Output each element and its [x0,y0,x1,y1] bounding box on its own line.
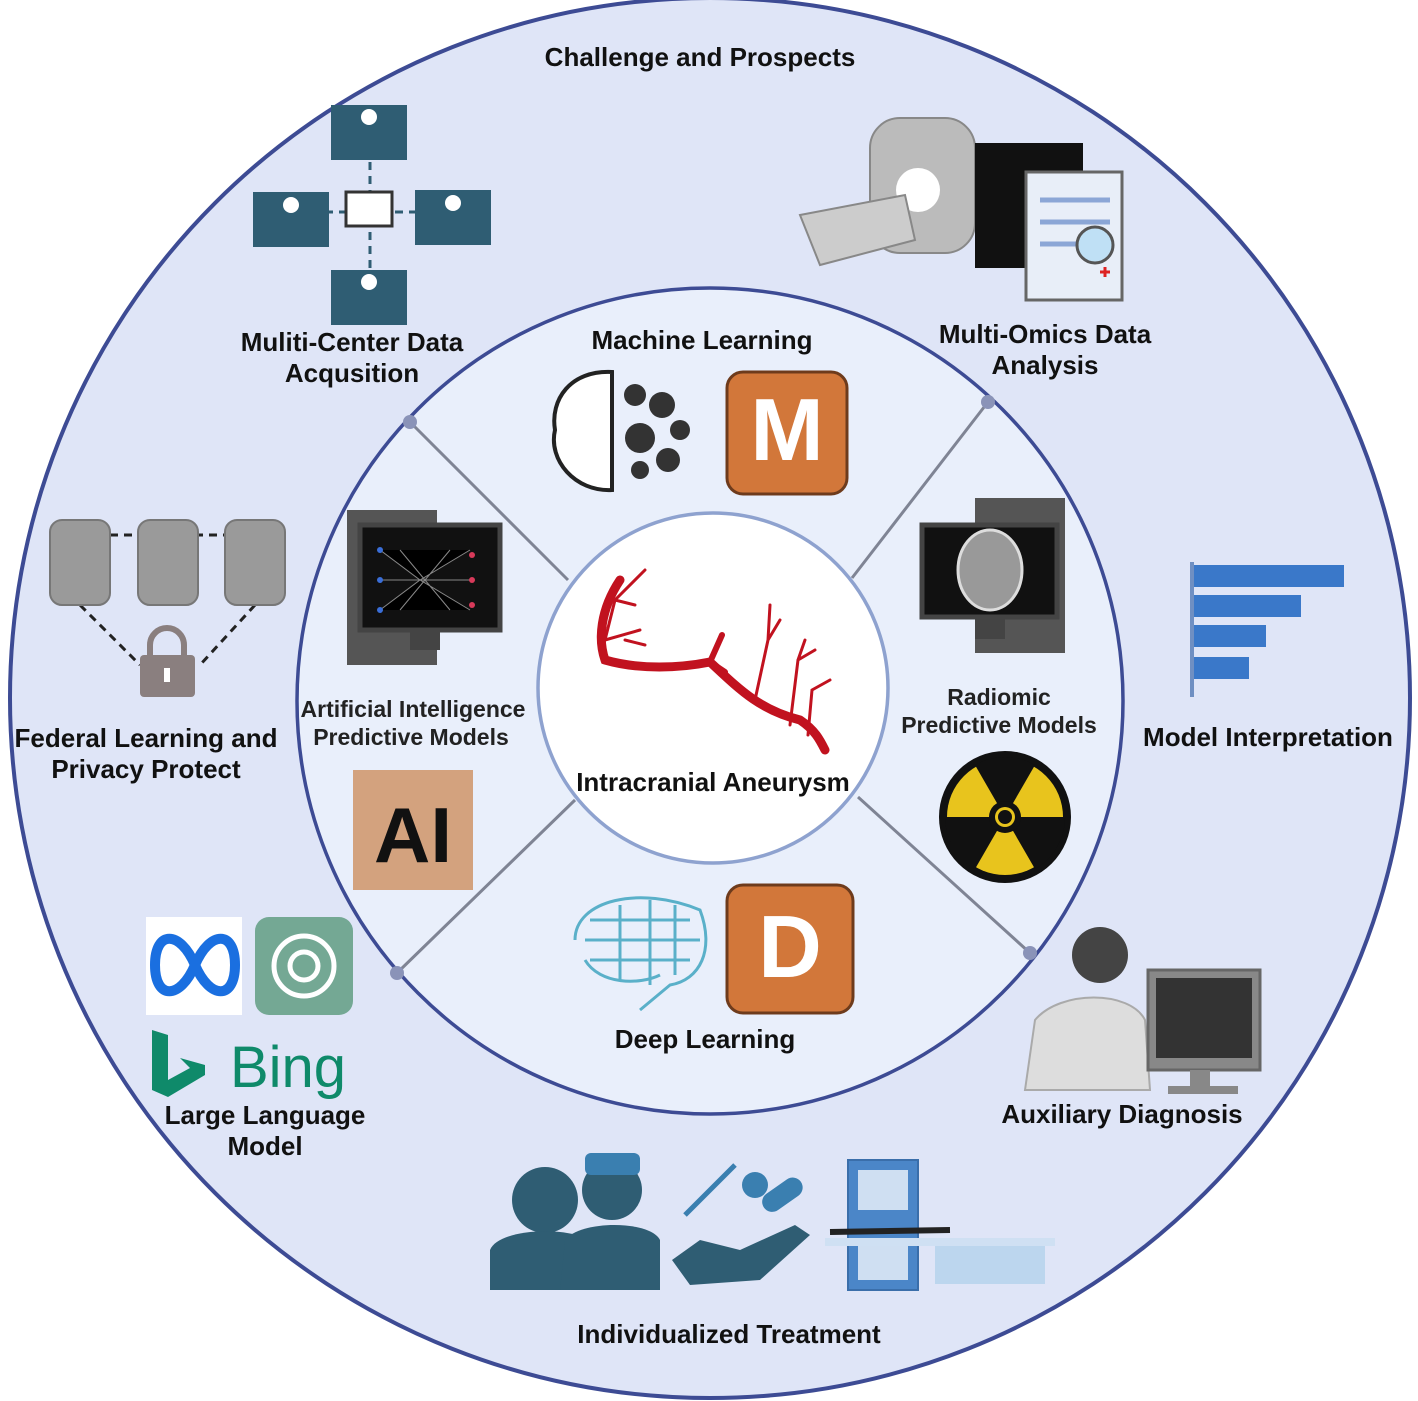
svg-text:AI: AI [374,791,452,879]
radiomic-label-line1: Radiomic [947,684,1051,710]
clipboard-icon [1024,170,1124,302]
bar-chart-icon [1190,562,1344,697]
multi-center-label-line2: Acqusition [285,358,419,388]
title: Challenge and Prospects [545,42,856,72]
deep-learning-label: Deep Learning [615,1024,796,1054]
circuit-brain-icon [573,896,708,1012]
divider-dots [390,395,1037,980]
mri-scanner-icon [798,117,976,267]
federal-label-line2: Privacy Protect [51,754,241,784]
ai-label-line1: Artificial Intelligence [301,696,526,722]
center-label: Intracranial Aneurysm [576,767,850,797]
doctors-icon [490,1153,660,1290]
blood-vessel-icon [596,568,832,755]
machine-learning-label: Machine Learning [591,325,812,355]
dl-badge: D [725,883,855,1015]
meta-logo-icon [146,917,242,1015]
ct-scan-monitor-icon [919,498,1065,653]
model-interpretation-label: Model Interpretation [1143,722,1393,752]
chatgpt-logo-icon [255,917,353,1015]
multi-omics-label-line1: Multi-Omics Data [939,319,1152,349]
llm-label-line1: Large Language [165,1100,366,1130]
bing-logo-icon: Bing [152,1030,346,1100]
multi-omics-label-line2: Analysis [992,350,1099,380]
individualized-treatment-label: Individualized Treatment [577,1319,881,1349]
neural-network-monitor-icon [347,510,503,665]
llm-label-line2: Model [227,1131,302,1161]
auxiliary-diagnosis-label: Auxiliary Diagnosis [1001,1099,1242,1129]
database-icon [49,519,286,667]
radiation-icon [939,751,1071,883]
ct-bed-icon [825,1159,1055,1291]
federal-label-line1: Federal Learning and [15,723,278,753]
center-circle [536,511,890,865]
multi-center-label-line1: Muliti-Center Data [241,327,464,357]
lock-icon [140,625,195,697]
svg-text:Bing: Bing [230,1035,346,1100]
svg-text:M: M [750,380,823,479]
medicine-hand-icon [672,1163,810,1285]
ai-badge: AI [353,770,473,890]
svg-text:D: D [758,897,822,996]
doctor-monitor-icon [1023,927,1262,1094]
dividers [395,401,1032,975]
brain-gears-icon [551,369,690,493]
hospital-network-icon [253,105,491,325]
ml-badge: M [725,370,849,496]
radiomic-label-line2: Predictive Models [901,712,1097,738]
ai-label-line2: Predictive Models [313,724,509,750]
